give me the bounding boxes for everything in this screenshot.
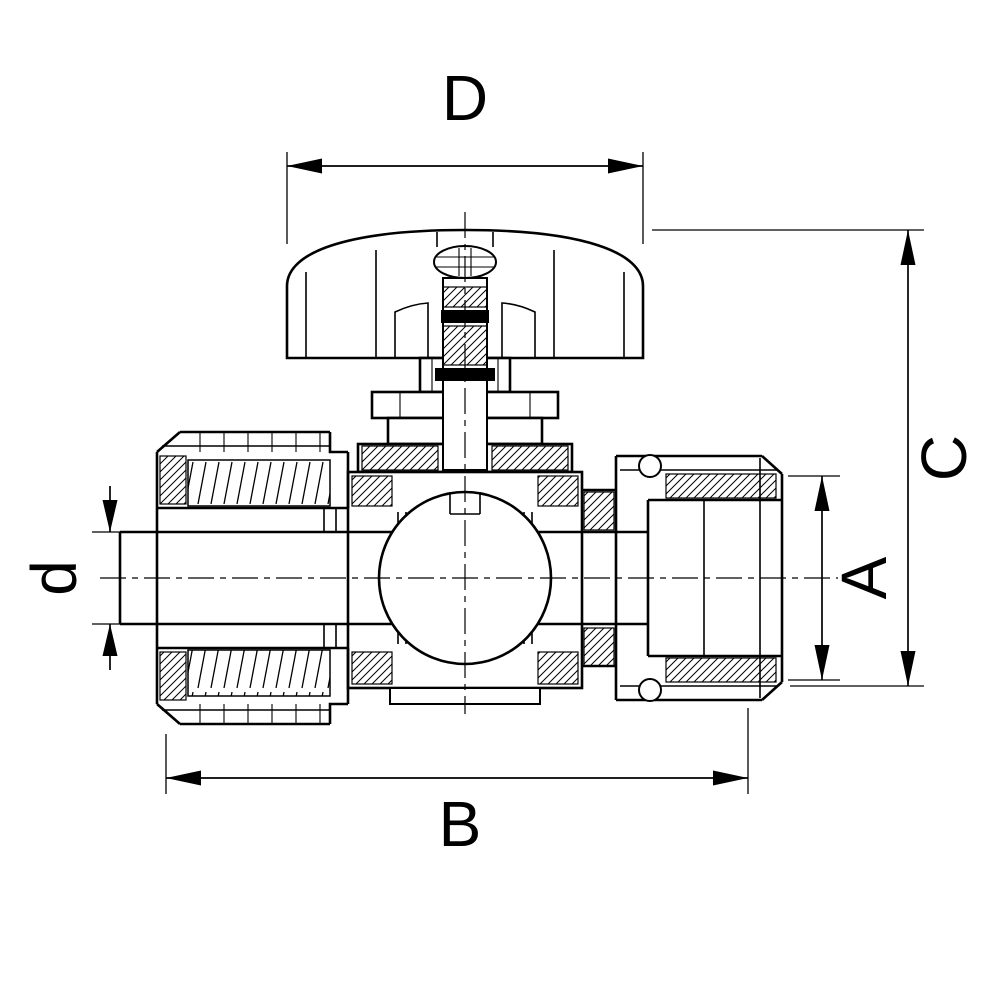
- dim-label-D: D: [442, 62, 488, 134]
- body-wall-section-br: [537, 651, 579, 685]
- body-wall-section-tr: [537, 475, 579, 507]
- arrowhead-A-bottom: [814, 645, 830, 680]
- arrowhead-d-bottom: [102, 624, 118, 656]
- handle-underside-left: [394, 302, 429, 358]
- compression-nut-hex-lines: [162, 445, 330, 711]
- flange-section-left: [361, 445, 439, 471]
- arrowhead-D-right: [608, 158, 643, 174]
- ferrule-lines: [323, 508, 337, 648]
- dimension-B: B: [165, 708, 749, 860]
- seal-ring-bottom: [638, 678, 662, 702]
- arrowhead-B-right: [713, 770, 748, 786]
- screw-recess: [436, 232, 494, 247]
- outlet-bore: [582, 530, 648, 626]
- dimension-D: D: [286, 62, 644, 244]
- left-compression-fitting: [118, 430, 350, 726]
- dimension-C: C: [652, 229, 980, 687]
- seal-ring-top: [638, 454, 662, 478]
- body-wall-section-bl: [351, 651, 393, 685]
- dim-label-d: d: [18, 560, 90, 596]
- neck-section-bottom: [583, 627, 615, 667]
- arrowhead-A-top: [814, 476, 830, 511]
- body-wall-section-tl: [351, 475, 393, 507]
- thread-zone-bottom: [187, 649, 331, 697]
- dim-label-C: C: [908, 435, 980, 481]
- extension-lines-d: [92, 531, 126, 625]
- neck-section-top: [583, 491, 615, 531]
- extension-lines-A: [788, 475, 840, 681]
- dimension-d: d: [18, 486, 126, 670]
- body-bore-lines: [348, 530, 582, 626]
- flange-section-right: [491, 445, 569, 471]
- nut-section-top: [159, 455, 187, 505]
- extension-lines-C: [652, 229, 924, 687]
- arrowhead-D-left: [287, 158, 322, 174]
- handle-underside-right: [501, 302, 536, 358]
- dim-label-A: A: [828, 556, 900, 599]
- extension-lines-B: [165, 708, 749, 794]
- arrowhead-B-left: [166, 770, 201, 786]
- nut-section-bottom: [159, 651, 187, 701]
- compression-nut-knurl: [199, 432, 321, 724]
- handle-grip-lines: [305, 250, 625, 358]
- dim-label-B: B: [439, 788, 482, 860]
- centerlines: [100, 212, 838, 714]
- stem-seal-lower: [435, 368, 495, 381]
- arrowhead-C-top: [900, 230, 916, 265]
- socket-wall-top: [665, 473, 777, 499]
- socket-wall-bottom: [665, 657, 777, 683]
- arrowhead-C-bottom: [900, 651, 916, 686]
- bonnet-flange-lines: [399, 392, 531, 418]
- right-union-nut: [582, 454, 784, 702]
- packing-nut-flats: [431, 358, 499, 392]
- extension-lines-D: [286, 152, 644, 244]
- dimension-A: A: [788, 475, 900, 681]
- arrowhead-d-top: [102, 500, 118, 532]
- inlet-pipe-outer: [157, 506, 348, 650]
- thread-zone-top: [187, 459, 331, 507]
